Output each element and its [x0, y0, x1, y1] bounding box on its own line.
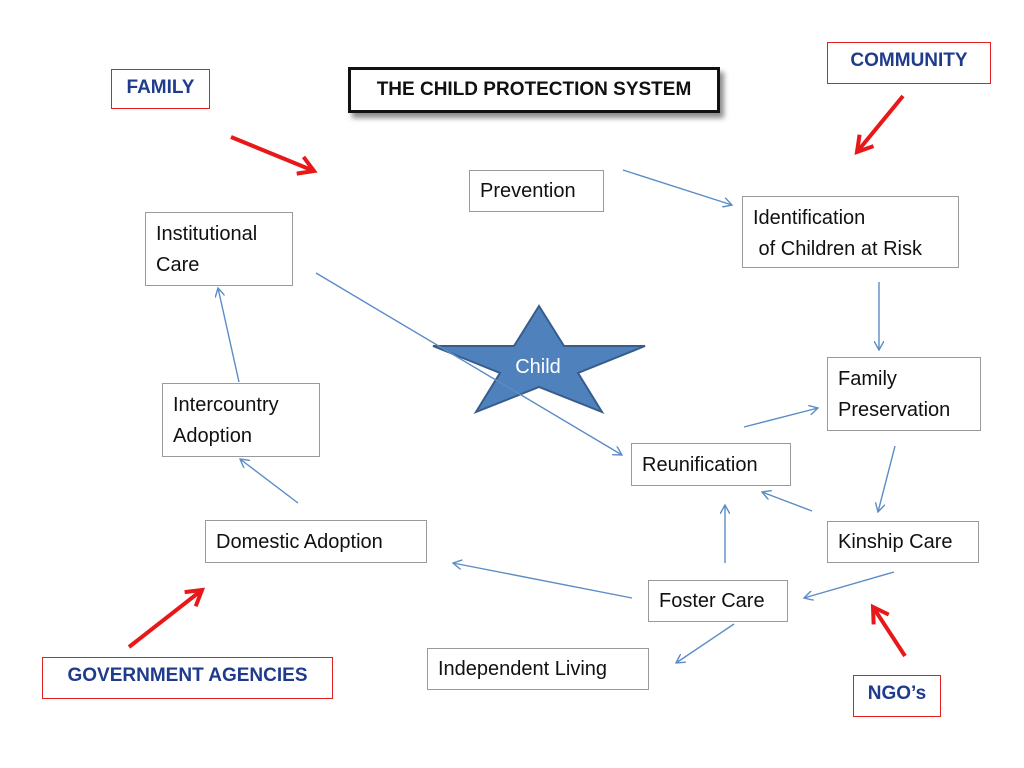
arrow-reunification-to-family-preservation [743, 408, 818, 428]
arrow-domestic-to-intercountry [240, 459, 299, 504]
node-domestic-adoption: Domestic Adoption [205, 520, 427, 563]
arrow-foster-to-independent-living [676, 623, 735, 663]
node-intercountry-adoption: Intercountry Adoption [162, 383, 320, 457]
arrow-foster-to-domestic-adoption [453, 563, 633, 599]
actor-family: FAMILY [111, 69, 210, 109]
node-foster-care: Foster Care [648, 580, 788, 622]
child-star [432, 304, 646, 415]
arrow-family-influence [230, 135, 318, 176]
node-identification-line1: Identification [753, 207, 866, 229]
node-kinship-care: Kinship Care [827, 521, 979, 563]
node-independent-living: Independent Living [427, 648, 649, 690]
arrow-government-influence [127, 587, 206, 649]
arrow-ngo-influence [870, 603, 907, 658]
actor-community: COMMUNITY [827, 42, 991, 84]
node-prevention: Prevention [469, 170, 604, 212]
arrow-kinship-to-reunification [762, 492, 813, 512]
page-title: THE CHILD PROTECTION SYSTEM [348, 67, 720, 113]
node-intercountry-adoption-line2: Adoption [173, 425, 252, 447]
arrow-prevention-to-identification [622, 169, 732, 205]
arrow-family-preservation-to-kinship [878, 445, 896, 512]
node-institutional-care-line2: Care [156, 254, 200, 276]
node-institutional-care: Institutional Care [145, 212, 293, 286]
node-identification: Identification of Children at Risk [742, 196, 959, 268]
arrow-community-influence [854, 94, 905, 156]
node-institutional-care-line1: Institutional [156, 223, 258, 245]
node-identification-line2: of Children at Risk [753, 238, 922, 260]
node-reunification: Reunification [631, 443, 791, 486]
node-family-preservation-line1: Family [838, 368, 897, 390]
node-family-preservation: Family Preservation [827, 357, 981, 431]
actor-government-agencies: GOVERNMENT AGENCIES [42, 657, 333, 699]
node-family-preservation-line2: Preservation [838, 399, 951, 421]
child-label: Child [515, 356, 561, 378]
arrow-kinship-to-foster [804, 571, 895, 598]
actor-ngos: NGO’s [853, 675, 941, 717]
arrow-intercountry-to-institutional [218, 288, 240, 383]
arrow-institutional-to-reunification [315, 272, 622, 455]
node-intercountry-adoption-line1: Intercountry [173, 394, 279, 416]
